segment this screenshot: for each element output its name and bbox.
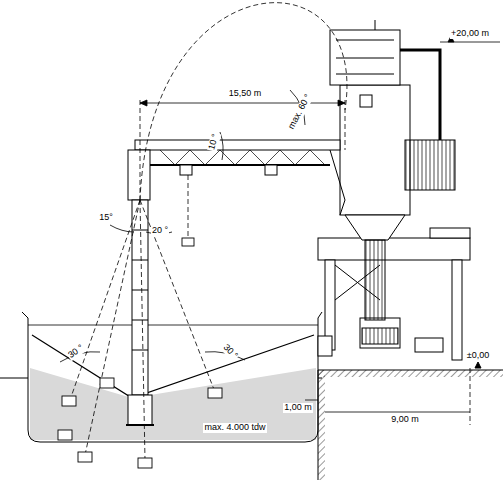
dimension-label: 15,50 m [228,89,263,99]
drawing-stroke [140,3,347,200]
dimension-lines [60,36,500,412]
drawing-stroke [126,424,154,426]
drawing-stroke [58,430,72,440]
drawing-stroke [360,318,400,348]
drawing-stroke [265,165,277,175]
drawing-stroke [140,100,345,106]
drawing-stroke [132,230,148,350]
dimension-label: max. 60 ° [286,92,314,132]
drawing-stroke [140,200,145,460]
drawing-stroke [318,238,470,260]
drawing-stroke [70,200,140,400]
drawing-stroke [140,100,141,200]
drawing-stroke [160,150,325,165]
ship [0,312,322,442]
drawing-stroke [325,412,470,413]
drawing-stroke [182,238,194,246]
drawing-stroke [318,370,503,480]
drawing-stroke [330,30,400,85]
crane [126,20,470,425]
drawing-stroke [318,370,325,480]
drawing-stroke [78,452,92,462]
drawing-stroke [470,368,471,425]
dimension-label: 1,00 m [283,403,313,413]
drawing-stroke [360,95,372,107]
dimension-label: +20,00 m [450,29,490,39]
drawing-stroke [132,200,148,395]
drawing-stroke [375,20,376,30]
drawing-stroke [128,395,152,425]
drawing-stroke [336,40,394,74]
drawing-stroke [140,200,215,392]
drawing-stroke [405,140,455,190]
drawing-stroke [30,368,316,440]
bucket-positions [58,238,222,468]
dimension-label: 30 ° [66,343,87,361]
drawing-stroke [0,378,28,379]
quay [318,362,503,480]
drawing-stroke [110,225,134,232]
drawing-stroke [28,325,318,326]
dimension-label: 20 ° [151,226,169,236]
drawing-stroke [362,328,398,344]
drawing-stroke [365,240,385,320]
drawing-stroke [452,260,462,360]
drawing-stroke [430,228,470,238]
drawing-stroke [345,100,346,150]
drawing-stroke [22,312,322,442]
dimension-label: ±0,00 [466,351,490,361]
drawing-stroke [138,458,152,468]
drawing-stroke [188,175,189,240]
drawing-stroke [400,50,440,140]
drawing-stroke [318,370,503,377]
dimension-label: 9,00 m [390,415,420,425]
drawing-stroke [305,400,318,401]
drawing-stroke [135,140,340,150]
dimension-label: max. 4.000 tdw [203,423,266,433]
drawing-stroke [318,336,332,356]
drawing-stroke [150,164,330,166]
drawing-stroke [415,338,443,352]
drawing-stroke [180,165,192,175]
drawing-stroke [208,388,222,398]
drawing-stroke [330,150,345,215]
drawing-stroke [85,200,140,455]
dimension-label: 15° [98,213,114,223]
swing-range [70,3,470,460]
drawing-stroke [100,378,114,388]
drawing-stroke [62,396,76,406]
drawing-stroke [128,150,150,200]
dimension-label: 30 ° [220,342,240,362]
drawing-stroke [140,103,345,104]
drawing-stroke [340,85,410,215]
drawing-stroke [345,215,405,240]
drawing-stroke [32,335,314,398]
drawing-stroke [475,362,481,368]
